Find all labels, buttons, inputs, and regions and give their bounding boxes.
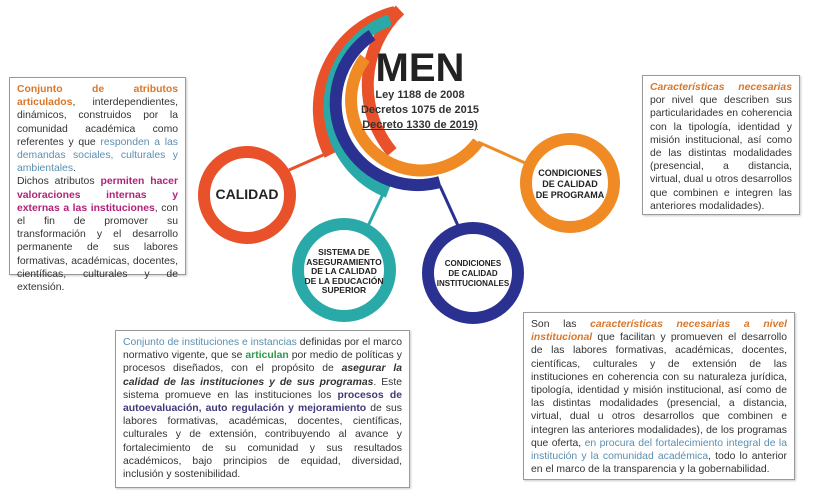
highlight: Características necesarias: [650, 82, 792, 93]
highlight: asegurar la calidad de las instituciones…: [123, 363, 402, 388]
connector-institucionales: [438, 185, 462, 231]
highlight: articulan: [245, 350, 289, 362]
institucionales-line: INSTITUCIONALES: [436, 279, 510, 288]
institucionales-line: DE CALIDAD: [448, 269, 498, 278]
institucionales-label: CONDICIONES DE CALIDAD INSTITUCIONALES: [428, 259, 518, 289]
institucionales-description-box: Son las características necesarias a niv…: [523, 312, 795, 480]
text: , todo lo anterior en el marco de la tra…: [531, 451, 787, 476]
programa-description-box: Características necesarias por nivel que…: [642, 75, 800, 215]
law-line-3: Decreto 1330 de 2019): [362, 119, 478, 131]
institucionales-circle: [422, 222, 524, 324]
text: de sus labores formativas, académicas, d…: [123, 403, 402, 481]
orange-arc: [345, 54, 483, 177]
text: , con el fin de promover su transformaci…: [17, 202, 178, 294]
connector-programa: [477, 140, 533, 168]
text: por nivel que describen sus particularid…: [650, 95, 792, 212]
programa-line: DE CALIDAD: [542, 179, 598, 189]
institucionales-line: CONDICIONES: [444, 259, 502, 268]
highlight: en procura del fortalecimiento integral …: [531, 437, 787, 463]
highlight: Conjunto de atributos articulados: [17, 84, 178, 109]
programa-line: CONDICIONES: [538, 168, 602, 178]
highlight: permiten hacer valoraciones internas y e…: [17, 176, 179, 214]
text: Son las: [531, 319, 591, 330]
sistema-line: ASEGURAMIENTO: [306, 256, 382, 267]
sistema-label: SISTEMA DE ASEGURAMIENTO DE LA CALIDAD D…: [304, 247, 384, 296]
programa-line: DE PROGRAMA: [535, 190, 605, 200]
sistema-line: SISTEMA DE: [318, 247, 370, 257]
text: por medio de políticas y procesos diseña…: [123, 350, 403, 375]
programa-label: CONDICIONES DE CALIDAD DE PROGRAMA: [527, 168, 613, 201]
sistema-line: SUPERIOR: [321, 285, 367, 295]
highlight: Conjunto de instituciones e instancias: [123, 337, 297, 348]
highlight: procesos de autoevaluación, auto regulac…: [123, 389, 402, 415]
sistema-line: DE LA EDUCACIÓN: [304, 275, 384, 286]
calidad-label: CALIDAD: [215, 186, 279, 202]
highlight: características necesarias a nivel insti…: [531, 319, 788, 344]
text: , interdependientes, dinámicos, construi…: [17, 97, 178, 148]
text: . Este sistema promueve en las instituci…: [123, 376, 402, 401]
calidad-circle: [198, 146, 296, 244]
law-line-1: Ley 1188 de 2008: [375, 89, 465, 101]
law-line-2: Decretos 1075 de 2015: [360, 104, 480, 116]
men-title: MEN: [375, 46, 465, 90]
text: definidas por el marco normativo vigente…: [123, 337, 402, 362]
connector-calidad: [288, 150, 331, 172]
programa-circle: [520, 133, 620, 233]
sistema-line: DE LA CALIDAD: [311, 266, 377, 276]
text: que facilitan y promueven el desarrollo …: [531, 332, 787, 449]
text: Dichos atributos: [17, 176, 101, 188]
calidad-description-box: Conjunto de atributos articulados, inter…: [9, 77, 186, 293]
sistema-circle: [292, 218, 396, 322]
blue-arc: [329, 30, 442, 192]
men-center: MEN Ley 1188 de 2008 Decretos 1075 de 20…: [360, 48, 480, 133]
highlight: responden a las demandas sociales, cultu…: [17, 136, 178, 175]
red-arc-main: [312, 6, 397, 158]
connector-sistema: [366, 193, 385, 227]
sistema-description-box: Conjunto de instituciones e instancias d…: [115, 330, 410, 488]
text: .: [73, 163, 76, 175]
